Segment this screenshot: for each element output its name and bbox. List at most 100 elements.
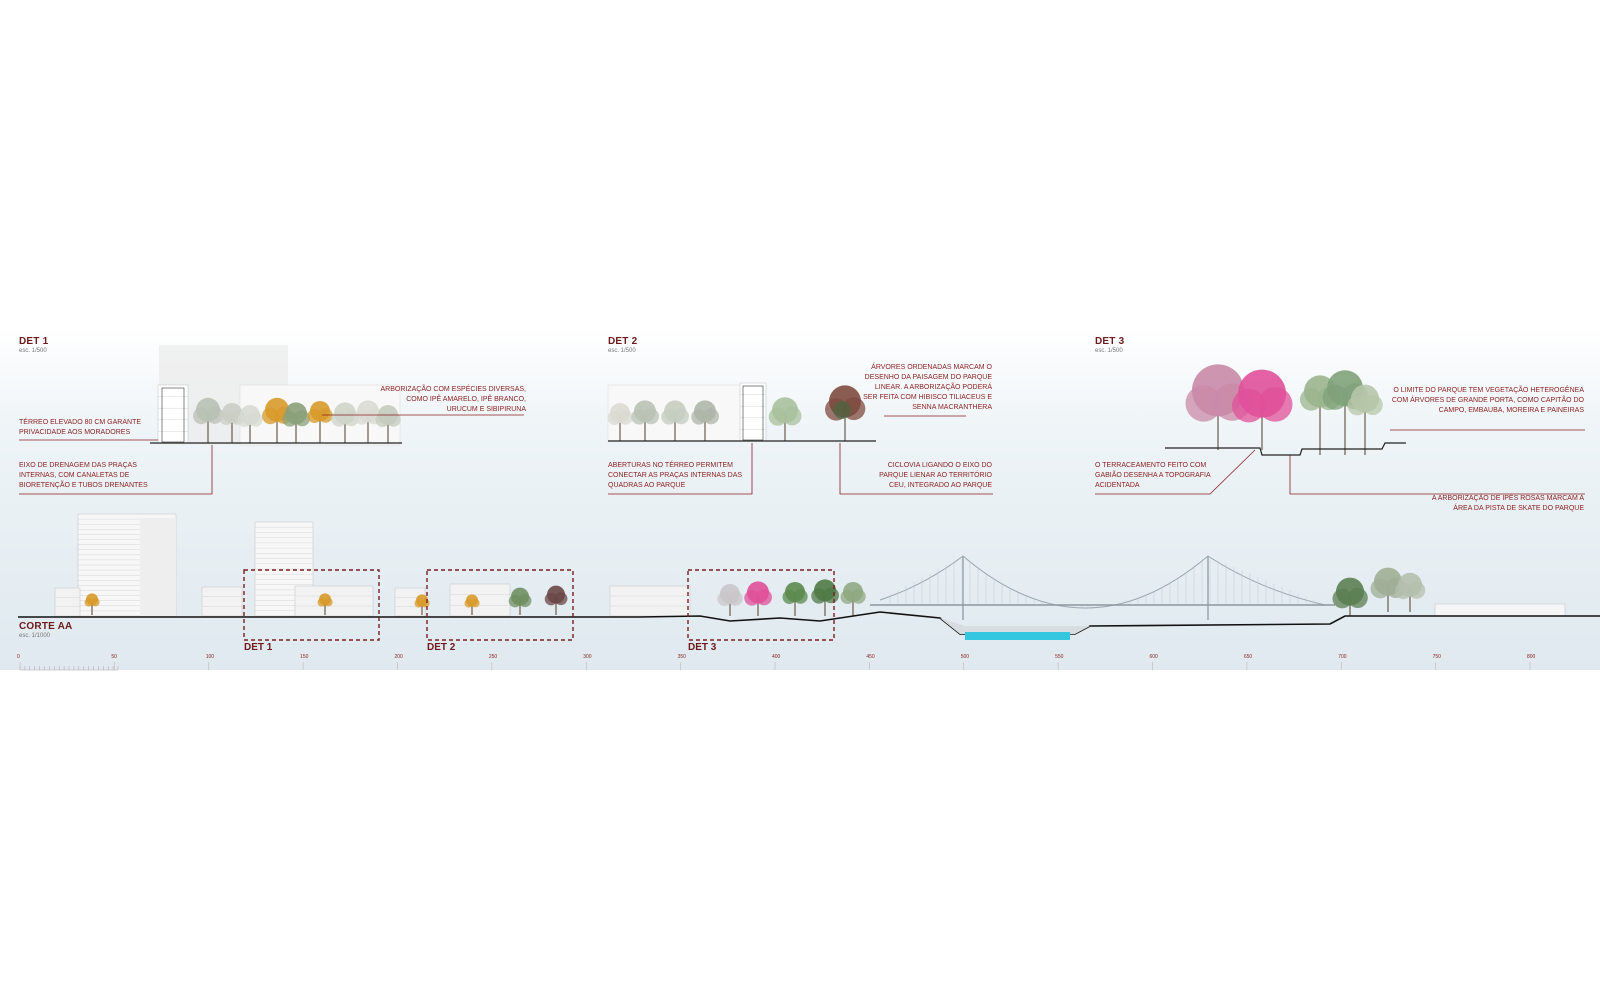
note-line: EIXO DE DRENAGEM DAS PRAÇAS	[19, 462, 137, 469]
note-line: ÁRVORES ORDENADAS MARCAM O	[871, 364, 992, 371]
section-tower-shade	[140, 518, 176, 616]
note-line: LINEAR. A ARBORIZAÇÃO PODERÁ	[874, 384, 992, 391]
det3-terrace-note: O TERRACEAMENTO FEITO COM GABIÃO DESENHA…	[1095, 461, 1245, 491]
det1-ipe-amarelo-tree-lobe	[262, 407, 279, 425]
det3-terraced-ground	[1165, 442, 1406, 456]
note-line: INTERNAS, COM CANALETAS DE	[19, 472, 130, 479]
section-tree-lobe	[508, 594, 522, 608]
section-ipe-amarelo-tree-lobe	[470, 598, 480, 608]
section-hibisco-tree-lobe	[544, 592, 558, 606]
note-line: A ARBORIZAÇÃO DE IPÊS ROSAS MARCAM A	[1431, 495, 1584, 502]
det1-terreo-note: TÉRREO ELEVADO 80 CM GARANTE PRIVACIDADE…	[19, 418, 169, 438]
det1-dashed-box	[243, 569, 380, 641]
note-line: O LIMITE DO PARQUE TEM VEGETAÇÃO HETEROG…	[1393, 387, 1584, 394]
det1-scale: esc. 1/500	[19, 348, 47, 354]
note-line: URUCUM E SIBIPIRUNA	[446, 406, 526, 413]
det2-bike-leader	[839, 443, 993, 495]
channel-bank	[940, 618, 1090, 634]
note-line: COMO IPÊ AMARELO, IPÊ BRANCO,	[406, 396, 526, 403]
section-tree-lobe	[1347, 587, 1368, 608]
det2-tree-lobe	[618, 410, 633, 425]
note-line: ABERTURAS NO TÉRREO PERMITEM	[608, 462, 733, 469]
section-ipe-amarelo-tree-lobe	[464, 599, 473, 608]
note-line: SER FEITA COM HIBISCO TILIACEUS E	[863, 394, 992, 401]
note-line: PARQUE LIENAR AO TERRITÓRIO	[879, 472, 992, 479]
det3-scale: esc. 1/500	[1095, 348, 1123, 354]
det2-tree-lobe	[703, 408, 719, 425]
scale-bar-tick-label: 0	[17, 654, 20, 660]
det2-building-frame	[742, 385, 764, 441]
scale-bar-tick-label: 400	[772, 654, 781, 660]
scale-bar-tick-label: 350	[678, 654, 687, 660]
note-line: ÁREA DA PISTA DE SKATE DO PARQUE	[1453, 505, 1584, 512]
section-ground-profile	[18, 611, 1600, 635]
section-tree-lobe	[717, 592, 732, 606]
section-title: CORTE AA	[19, 621, 73, 632]
det3-tree-lobe	[1322, 384, 1348, 410]
det1-tree-lobe	[354, 409, 370, 425]
note-line: CONECTAR AS PRAÇAS INTERNAS DAS	[608, 472, 743, 479]
note-line: O TERRACEAMENTO FEITO COM	[1095, 462, 1207, 469]
det3-terrace-leader	[1095, 449, 1256, 495]
det2-apartment-building	[739, 382, 767, 442]
det1-tree-lobe	[294, 410, 310, 427]
scale-bar-tick-label: 800	[1527, 654, 1536, 660]
det1-tree-lobe	[193, 407, 210, 425]
det1-tree-lobe	[282, 411, 298, 427]
section-hibisco-tree-lobe	[554, 592, 568, 606]
det2-title: DET 2	[608, 336, 638, 347]
section-ipe-amarelo-tree-lobe	[317, 598, 326, 607]
det2-tree-lobe	[673, 408, 689, 425]
scale-bar-tick-label: 250	[489, 654, 498, 660]
section-ipe-amarelo-tree-lobe	[323, 597, 333, 607]
det1-tree-lobe	[248, 412, 263, 427]
det1-tree-lobe	[237, 413, 252, 427]
note-line: CEU, INTEGRADO AO PARQUE	[889, 482, 992, 489]
det1-ipe-amarelo-tree-lobe	[318, 408, 333, 423]
det1-tree-lobe	[219, 411, 234, 425]
det1-drain-leader	[19, 445, 213, 495]
det2-tree-lobe	[768, 407, 787, 426]
det2-trees-note: ÁRVORES ORDENADAS MARCAM O DESENHO DA PA…	[842, 363, 992, 413]
det3-ipe-rosa-tree-lobe	[1185, 385, 1222, 422]
bridge-main-cable	[879, 555, 1326, 609]
section-tree-lobe	[1332, 588, 1353, 609]
scale-bar-tick-label: 200	[395, 654, 404, 660]
det3-ipe-note: A ARBORIZAÇÃO DE IPÊS ROSAS MARCAM A ÁRE…	[1384, 494, 1584, 514]
det1-title: DET 1	[19, 336, 49, 347]
channel-water	[965, 632, 1070, 640]
section-scale: esc. 1/1000	[19, 633, 51, 639]
scale-bar-tick-label: 500	[961, 654, 970, 660]
section-low-block	[449, 583, 511, 617]
section-tree-lobe	[1395, 582, 1412, 600]
scale-bar-tick-label: 550	[1055, 654, 1064, 660]
section-tree-lobe	[823, 587, 839, 604]
note-line: ARBORIZAÇÃO COM ESPÉCIES DIVERSAS,	[380, 386, 526, 393]
section-ipe-amarelo-tree-lobe	[90, 597, 100, 607]
det2-bike-note: CICLOVIA LIGANDO O EIXO DO PARQUE LIENAR…	[842, 461, 992, 491]
det1-ipe-amarelo-tree-lobe	[307, 409, 322, 423]
section-tree-lobe	[518, 594, 532, 608]
section-right-building	[1434, 603, 1566, 617]
section-tree-lobe	[1407, 581, 1426, 599]
section-tree-lobe	[840, 590, 855, 604]
section-tree-lobe	[728, 591, 743, 606]
det3-box-label: DET 3	[688, 642, 717, 653]
scale-bar-tick-label: 700	[1338, 654, 1347, 660]
det3-dashed-box	[687, 569, 835, 641]
det3-ipe-leader	[1289, 455, 1585, 495]
det3-tree-lobe	[1347, 395, 1368, 416]
scale-bar-tick-label: 750	[1433, 654, 1442, 660]
note-line: SENNA MACRANTHERA	[912, 404, 992, 411]
det2-hibisco-foliage	[833, 401, 851, 419]
section-low-block	[201, 586, 243, 617]
section-low-block	[394, 587, 426, 617]
det3-tree-lobe	[1300, 388, 1323, 411]
section-tree-lobe	[811, 588, 827, 604]
det3-ipe-rosa-tree-lobe	[1232, 388, 1266, 423]
det2-box-label: DET 2	[427, 642, 456, 653]
section-ipe-amarelo-tree-lobe	[84, 598, 93, 607]
det3-ipe-rosa-tree-lobe	[1257, 387, 1293, 422]
section-ipe-rosa-tree-lobe	[744, 590, 760, 606]
